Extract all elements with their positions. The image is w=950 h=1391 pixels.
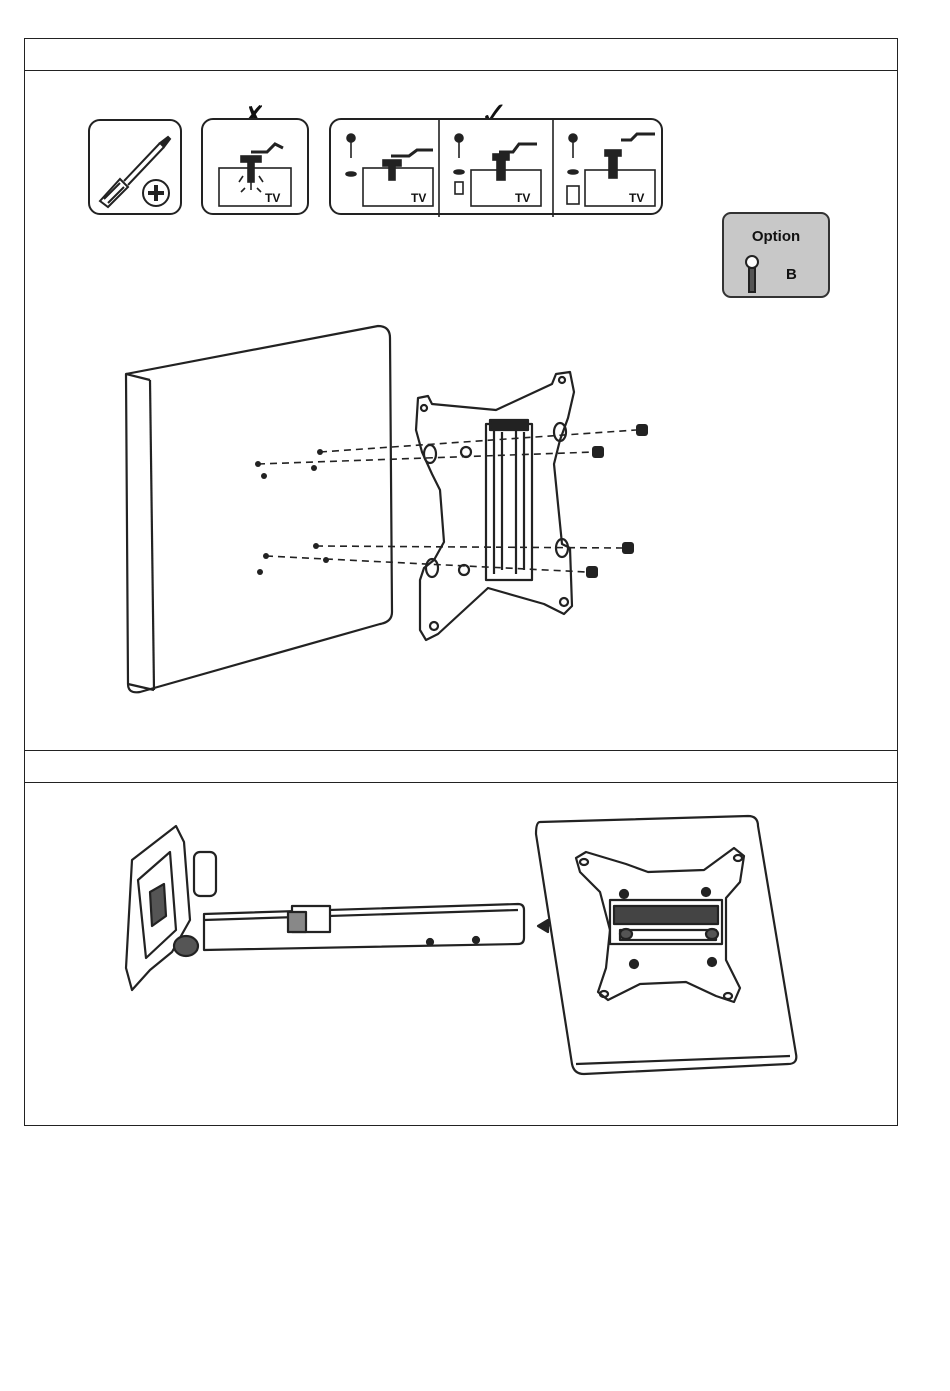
arm-and-tv-attach-illustration — [0, 0, 950, 1391]
